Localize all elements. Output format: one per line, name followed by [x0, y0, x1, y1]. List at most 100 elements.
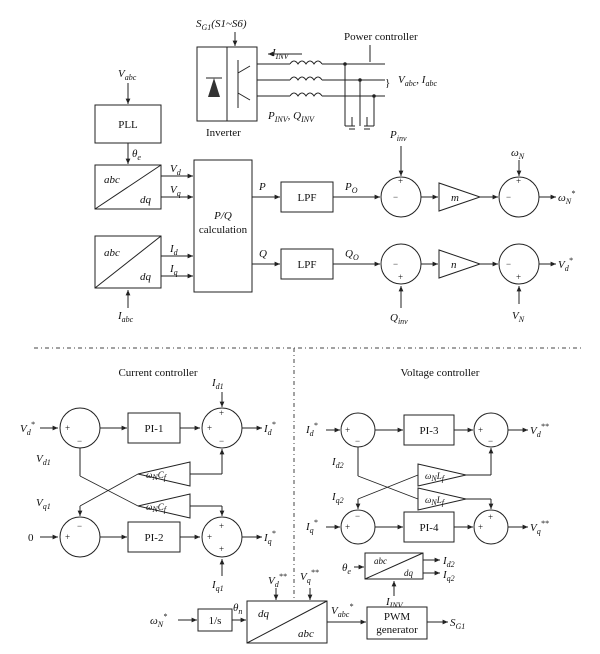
vd1-label: Vd1	[36, 453, 51, 467]
svg-text:+: +	[516, 176, 521, 186]
vn-label: VN	[512, 310, 525, 324]
svg-text:+: +	[345, 522, 350, 532]
inverter-label: Inverter	[206, 127, 241, 139]
pi-1-block	[127, 412, 181, 444]
svg-text:+: +	[516, 272, 521, 282]
pll-block	[94, 104, 162, 144]
iabc-input-label: Iabc	[117, 310, 134, 324]
theta-e-label: θe	[132, 148, 141, 162]
svg-text:ωNLf: ωNLf	[425, 495, 446, 507]
svg-text:+: +	[65, 423, 70, 433]
vc-id-ref-label: Id*	[305, 421, 318, 438]
abc-dq-transform-1: abc dq	[94, 164, 162, 210]
svg-text:+: +	[488, 512, 493, 522]
brace: }	[385, 77, 390, 89]
vc-vq-out-label: Vq**	[530, 519, 549, 536]
vd-out-label: Vd*	[558, 256, 573, 273]
p-label: P	[258, 181, 266, 193]
pwm-label-2: generator	[376, 624, 418, 636]
current-controller-title: Current controller	[118, 367, 197, 379]
svg-text:−: −	[393, 259, 398, 269]
svg-text:abc: abc	[298, 628, 314, 640]
zero-input: 0	[28, 532, 34, 544]
inverter-output-lines	[257, 60, 385, 130]
vabc-input-label: Vabc	[118, 68, 137, 82]
iq2-label: Iq2	[331, 491, 344, 505]
pwm-generator-block	[366, 606, 428, 640]
iq1-label: Iq1	[211, 579, 224, 593]
cc-vd-ref-label: Vd*	[20, 420, 35, 437]
svg-text:+: +	[219, 521, 224, 531]
svg-text:−: −	[506, 192, 511, 202]
omega-ref-label: ωN*	[150, 612, 167, 629]
svg-text:+: +	[398, 176, 403, 186]
svg-text:ωNCf: ωNCf	[146, 470, 168, 482]
lpf-p-label: LPF	[298, 192, 317, 204]
svg-text:+: +	[219, 408, 224, 418]
svg-text:dq: dq	[404, 568, 414, 578]
svg-text:−: −	[219, 436, 224, 446]
svg-text:−: −	[77, 521, 82, 531]
qinv-ref-label: Qinv	[390, 312, 408, 326]
svg-text:abc: abc	[104, 247, 120, 259]
vq-label: Vq	[170, 184, 181, 198]
integrator-label: 1/s	[209, 615, 222, 627]
lpf-q-block	[280, 248, 334, 280]
id2-bottom-label: Id2	[442, 555, 455, 569]
svg-text:dq: dq	[140, 194, 152, 206]
gain-m	[438, 182, 482, 212]
pq-calc-label-1: P/Q	[213, 210, 232, 222]
gain-n-label: n	[451, 259, 457, 271]
svg-text:dq: dq	[140, 271, 152, 283]
svg-text:ωNLf: ωNLf	[425, 471, 446, 483]
vq1-label: Vq1	[36, 497, 51, 511]
gain-m-label: m	[451, 192, 459, 204]
svg-text:+: +	[398, 272, 403, 282]
po-label: PO	[344, 181, 358, 195]
svg-text:−: −	[355, 436, 360, 446]
svg-text:ωNCf: ωNCf	[146, 502, 168, 514]
lpf-p-block	[280, 181, 334, 213]
svg-text:+: +	[207, 532, 212, 542]
abc-dq-transform-2: abc dq	[94, 235, 162, 289]
pq-calc-label-2: calculation	[199, 224, 248, 236]
voltage-controller-title: Voltage controller	[401, 367, 480, 379]
svg-text:+: +	[219, 544, 224, 554]
pi-4-block	[403, 511, 455, 543]
svg-text:abc: abc	[104, 174, 120, 186]
svg-text:−: −	[355, 511, 360, 521]
vabc-ref-label: Vabc*	[331, 602, 353, 619]
iinv-bottom-label: IINV	[385, 596, 404, 610]
lpf-q-label: LPF	[298, 259, 317, 271]
theta-n-label: θn	[233, 602, 242, 616]
svg-text:−: −	[488, 436, 493, 446]
omega-out-label: ωN*	[558, 189, 575, 206]
sg1-out-label: SG1	[450, 617, 465, 631]
iq2-bottom-label: Iq2	[442, 569, 455, 583]
omega-n-label: ωN	[511, 147, 525, 161]
pi-2-block	[127, 521, 181, 553]
pinv-qinv-label: PINV, QINV	[267, 110, 315, 124]
svg-text:abc: abc	[374, 556, 387, 566]
pi-4-label: PI-4	[420, 522, 439, 534]
svg-text:+: +	[345, 425, 350, 435]
svg-text:+: +	[478, 425, 483, 435]
cc-iq-out-label: Iq*	[263, 529, 276, 546]
id2-label: Id2	[331, 456, 344, 470]
pq-calculation-block	[193, 159, 253, 293]
i-inv-label: IINV	[271, 47, 290, 61]
id1-label: Id1	[211, 377, 224, 391]
svg-text:−: −	[77, 436, 82, 446]
svg-text:−: −	[393, 192, 398, 202]
vd-label: Vd	[170, 163, 182, 177]
pinv-ref-label: Pinv	[389, 129, 407, 143]
gate-signal-label: SG1(S1~S6)	[196, 18, 247, 32]
pi-1-label: PI-1	[145, 423, 164, 435]
pwm-label-1: PWM	[384, 611, 411, 623]
dq-abc-transform: dq abc	[246, 600, 328, 644]
theta-e-bottom-label: θe	[342, 562, 351, 576]
vc-vd-out-label: Vd**	[530, 422, 549, 439]
iq-label: Iq	[169, 263, 178, 277]
